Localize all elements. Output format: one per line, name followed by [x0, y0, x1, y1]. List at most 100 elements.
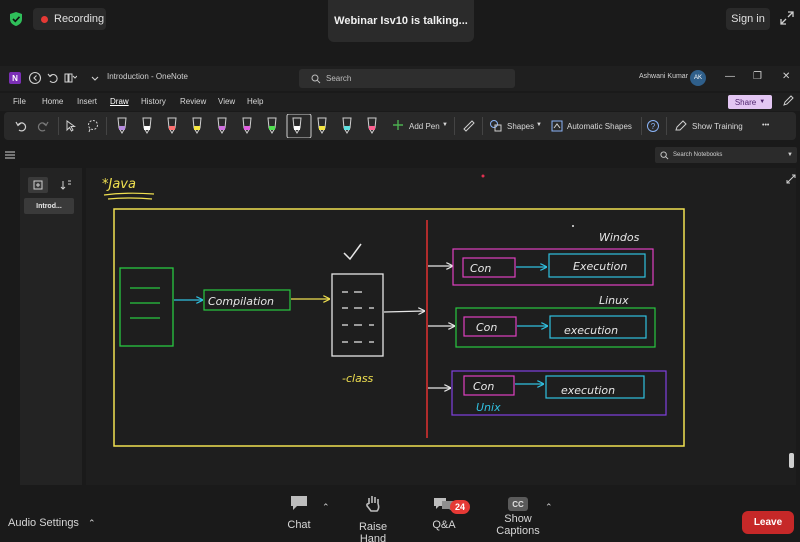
class-label: -class	[342, 372, 374, 385]
chevron-down-icon[interactable]: ▼	[787, 152, 793, 158]
pen-1-icon[interactable]	[117, 117, 127, 134]
restore-icon[interactable]: ❐	[753, 71, 762, 82]
pen-10-icon[interactable]	[342, 117, 352, 134]
show-training-icon	[675, 120, 687, 131]
unix-exec-box	[545, 375, 645, 399]
automatic-shapes-button[interactable]: Automatic Shapes	[567, 122, 632, 131]
windows-label: Windos	[599, 231, 640, 244]
add-page-icon	[33, 180, 43, 190]
help-icon[interactable]: ?	[646, 119, 660, 133]
recording-dot-icon	[41, 15, 48, 23]
page-list-panel: Introd...	[20, 168, 82, 485]
menu-help[interactable]: Help	[247, 97, 264, 106]
unix-exec-label: execution	[561, 384, 615, 397]
page-tab-introduction[interactable]: Introd...	[24, 198, 74, 214]
audio-settings-button[interactable]: Audio Settings ⌃	[8, 517, 96, 529]
fullscreen-icon[interactable]	[780, 11, 794, 25]
undo-icon[interactable]	[46, 71, 60, 85]
checkmark-icon	[343, 243, 362, 261]
more-options-icon[interactable]: •••	[762, 122, 770, 129]
onenote-logo-icon: N	[9, 72, 21, 84]
expand-canvas-icon[interactable]	[786, 174, 796, 184]
pen-mode-icon[interactable]	[782, 95, 794, 107]
chevron-up-icon[interactable]: ⌃	[88, 518, 96, 528]
menu-history[interactable]: History	[141, 97, 166, 106]
user-name: Ashwani Kumar	[639, 73, 689, 80]
pen-8-icon[interactable]	[286, 114, 312, 138]
show-training-button[interactable]: Show Training	[692, 122, 743, 131]
menu-home[interactable]: Home	[42, 97, 64, 106]
chat-button[interactable]: Chat	[283, 494, 315, 531]
menu-draw[interactable]: Draw	[110, 97, 129, 106]
pen-2-icon[interactable]	[142, 117, 152, 134]
leave-button[interactable]: Leave	[742, 511, 794, 534]
captions-options-chevron-icon[interactable]: ⌃	[545, 502, 553, 512]
cc-icon: CC	[508, 497, 528, 511]
add-pen-button[interactable]: Add Pen	[409, 122, 440, 131]
note-canvas[interactable]: *Java Compilation -class Windos Con Exe	[86, 168, 796, 485]
ink-dot	[572, 225, 574, 227]
search-icon	[311, 74, 321, 83]
undo-icon[interactable]	[14, 119, 28, 133]
pen-5-icon[interactable]	[217, 117, 227, 134]
pen-11-icon[interactable]	[367, 117, 377, 134]
pen-7-icon[interactable]	[267, 117, 277, 134]
shapes-dropdown-icon[interactable]: ▼	[536, 122, 542, 128]
raise-hand-icon	[366, 496, 380, 512]
onenote-search-input[interactable]: Search	[299, 69, 515, 88]
show-captions-button[interactable]: CC Show Captions	[483, 494, 553, 537]
user-avatar[interactable]: AK	[690, 70, 706, 86]
active-speaker-banner: Webinar Isv10 is talking...	[328, 0, 474, 42]
zoom-top-bar: Recording Webinar Isv10 is talking... Si…	[0, 0, 800, 62]
minimize-icon[interactable]: —	[725, 71, 735, 82]
show-captions-label: Show Captions	[496, 513, 540, 537]
pen-6-icon[interactable]	[242, 117, 252, 134]
onenote-title-bar: N Introduction - OneNote Search Ashwani …	[0, 66, 800, 91]
unix-label: Unix	[476, 401, 501, 414]
compilation-box	[203, 289, 291, 311]
add-page-button[interactable]	[28, 177, 48, 193]
menu-view[interactable]: View	[218, 97, 236, 106]
add-pen-dropdown-icon[interactable]: ▼	[442, 122, 448, 128]
unix-con-box	[463, 375, 515, 396]
svg-text:?: ?	[651, 122, 656, 131]
menu-file[interactable]: File	[13, 97, 26, 106]
pen-3-icon[interactable]	[167, 117, 177, 134]
linux-exec-box	[549, 315, 647, 339]
raise-hand-button[interactable]: Raise Hand	[345, 494, 401, 542]
unix-con-label: Con	[473, 380, 494, 393]
outer-frame	[113, 208, 685, 447]
windows-box	[452, 248, 654, 286]
linux-con-label: Con	[476, 321, 497, 334]
vertical-scrollbar[interactable]	[789, 453, 794, 468]
search-notebooks-input[interactable]: Search Notebooks ▼	[655, 147, 797, 163]
quick-access-dropdown-icon[interactable]	[88, 71, 102, 85]
close-icon[interactable]: ✕	[782, 71, 791, 82]
hamburger-menu-icon[interactable]	[5, 150, 15, 160]
source-code-lines	[130, 287, 160, 319]
select-cursor-icon[interactable]	[64, 119, 78, 133]
qa-button[interactable]: Q&A	[430, 494, 458, 531]
note-heading: *Java	[102, 177, 136, 192]
sort-icon[interactable]	[60, 179, 72, 191]
menu-insert[interactable]: Insert	[77, 97, 98, 106]
sign-in-button[interactable]: Sign in	[726, 8, 770, 30]
ruler-icon[interactable]	[462, 119, 476, 133]
handwritten-diagram: *Java Compilation -class Windos Con Exe	[102, 174, 685, 447]
lasso-select-icon[interactable]	[86, 119, 100, 133]
recording-indicator[interactable]: Recording	[33, 8, 106, 30]
pen-9-icon[interactable]	[317, 117, 327, 134]
linux-label: Linux	[599, 294, 629, 307]
windows-con-box	[462, 257, 516, 278]
class-file-box	[331, 273, 384, 357]
page-layout-icon[interactable]	[63, 71, 77, 85]
share-button[interactable]: Share ▼	[728, 95, 772, 109]
redo-icon[interactable]	[36, 119, 50, 133]
pen-4-icon[interactable]	[192, 117, 202, 134]
back-icon[interactable]	[28, 71, 42, 85]
search-placeholder: Search	[326, 74, 352, 83]
shapes-button[interactable]: Shapes	[507, 122, 535, 131]
search-notebooks-placeholder: Search Notebooks	[673, 152, 723, 158]
menu-review[interactable]: Review	[180, 97, 207, 106]
chat-options-chevron-icon[interactable]: ⌃	[322, 502, 330, 512]
